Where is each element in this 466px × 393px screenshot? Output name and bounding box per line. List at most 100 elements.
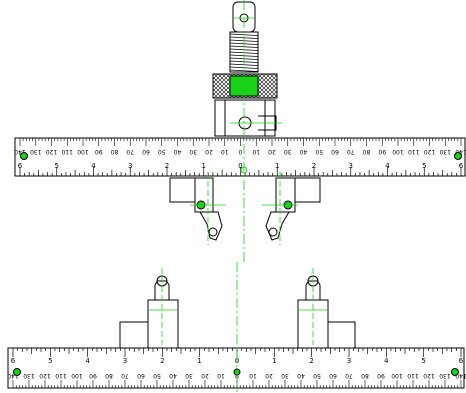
inch-label: 5 (421, 357, 425, 365)
metric-label: 40 (169, 372, 177, 379)
metric-label: 100 (392, 148, 404, 155)
top-ruler-body (14, 137, 466, 177)
metric-label: 110 (407, 372, 419, 379)
metric-label: 70 (345, 372, 353, 379)
metric-label: 30 (185, 372, 193, 379)
metric-label: 10 (252, 148, 260, 155)
inch-label: 5 (55, 162, 59, 170)
inch-label: 1 (275, 162, 279, 170)
metric-label: 30 (189, 148, 197, 155)
inch-label: 5 (422, 162, 426, 170)
inch-label: 2 (165, 162, 169, 170)
metric-label: 60 (142, 148, 150, 155)
inch-label: 1 (202, 162, 206, 170)
inch-label: 4 (384, 357, 389, 365)
metric-label: 120 (39, 372, 51, 379)
metric-label: 50 (153, 372, 161, 379)
bottom-ruler-inch-ticks (12, 348, 462, 357)
metric-label: 60 (329, 372, 337, 379)
metric-label: 130 (439, 372, 451, 379)
inch-label: 4 (85, 357, 90, 365)
metric-label: 60 (137, 372, 145, 379)
top-ruler-left-hole (20, 152, 28, 160)
inch-label: 3 (128, 162, 132, 170)
metric-label: 20 (205, 148, 213, 155)
inch-label: 3 (349, 162, 353, 170)
top-left-jaw (169, 177, 223, 241)
metric-label: 120 (424, 148, 436, 155)
metric-label: 50 (313, 372, 321, 379)
metric-label: 140 (455, 148, 466, 155)
top-ruler-metric-ticks (19, 138, 462, 146)
metric-label: 110 (408, 148, 420, 155)
metric-label: 20 (265, 372, 273, 379)
top-ruler-right-hole (454, 152, 462, 160)
metric-label: 130 (30, 148, 42, 155)
metric-label: 130 (439, 148, 451, 155)
metric-label: 120 (46, 148, 58, 155)
metric-label: 90 (95, 148, 103, 155)
metric-label: 40 (297, 372, 305, 379)
metric-label: 80 (105, 372, 113, 379)
metric-label: 140 (7, 372, 19, 379)
metric-label: 10 (217, 372, 225, 379)
metric-label: 90 (89, 372, 97, 379)
metric-label: 140 (455, 372, 466, 379)
top-ruler-inch-ticks (19, 167, 462, 176)
metric-label: 90 (377, 372, 385, 379)
inch-label: 5 (48, 357, 52, 365)
bottom-ruler-left-hole (13, 368, 21, 376)
metric-label: 80 (111, 148, 119, 155)
bottom-ruler-body (7, 347, 465, 389)
top-right-jaw (265, 177, 321, 241)
metric-label: 50 (158, 148, 166, 155)
inch-label: 2 (160, 357, 164, 365)
metric-label: 40 (300, 148, 308, 155)
inch-label: 3 (347, 357, 351, 365)
inch-label: 2 (312, 162, 316, 170)
inch-label: 6 (459, 357, 464, 365)
metric-label: 90 (378, 148, 386, 155)
metric-label: 100 (391, 372, 403, 379)
inch-label: 6 (18, 162, 23, 170)
metric-label: 70 (121, 372, 129, 379)
metric-label: 130 (23, 372, 35, 379)
inch-label: 6 (11, 357, 16, 365)
bottom-ruler-metric-labels: 140 130 120 110 100 90 80 70 60 50 40 30 20 100 10 20 30… (7, 372, 466, 379)
bottom-ruler-right-hole (451, 368, 459, 376)
metric-label: 100 (77, 148, 89, 155)
metric-label: 80 (363, 148, 371, 155)
metric-label: 100 (71, 372, 83, 379)
inch-label: 4 (91, 162, 96, 170)
metric-label: 110 (55, 372, 67, 379)
metric-label: 40 (174, 148, 182, 155)
metric-label: 30 (281, 372, 289, 379)
center-lines (148, 0, 328, 392)
metric-label: 20 (201, 372, 209, 379)
metric-label: 10 (221, 148, 229, 155)
inch-label: 1 (197, 357, 201, 365)
housing-body (214, 99, 276, 137)
metric-label: 20 (268, 148, 276, 155)
metric-label: 10 (249, 372, 257, 379)
metric-label: 70 (126, 148, 134, 155)
metric-label: 70 (347, 148, 355, 155)
inch-label: 6 (459, 162, 464, 170)
top-assembly (212, 1, 278, 137)
metric-label: 140 (14, 148, 26, 155)
bottom-right-jaw (297, 275, 356, 349)
inch-label: 3 (123, 357, 127, 365)
metric-label: 50 (315, 148, 323, 155)
metric-label: 0 (238, 148, 242, 155)
metric-label: 30 (284, 148, 292, 155)
metric-label: 80 (361, 372, 369, 379)
metric-label: 120 (423, 372, 435, 379)
bottom-left-jaw (119, 275, 179, 349)
metric-label: 110 (61, 148, 73, 155)
inch-label: 0 (238, 162, 242, 170)
inch-label: 4 (385, 162, 390, 170)
